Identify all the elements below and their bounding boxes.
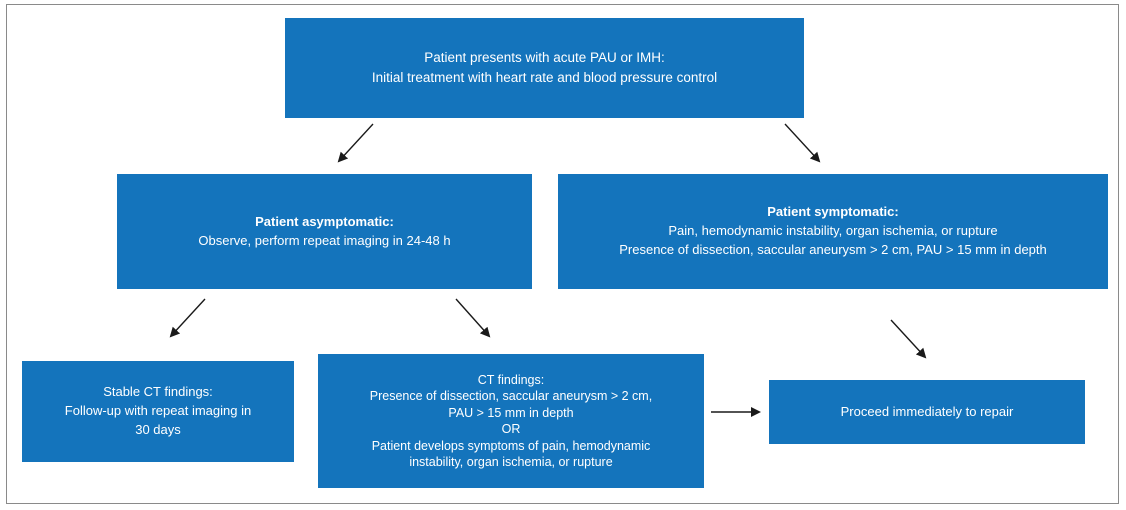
arrow-symptomatic-to-repair xyxy=(890,319,927,359)
node-patient-symptomatic-line2: Presence of dissection, saccular aneurys… xyxy=(619,241,1047,257)
arrow-presents-to-symptomatic xyxy=(784,123,821,163)
node-stable-ct-findings: Stable CT findings: Follow-up with repea… xyxy=(22,361,294,462)
node-ct-findings-line2: PAU > 15 mm in depth xyxy=(448,405,574,420)
arrow-presents-to-asymptomatic xyxy=(337,123,374,163)
node-ct-findings-line1: Presence of dissection, saccular aneurys… xyxy=(369,389,653,403)
node-patient-symptomatic-title: Patient symptomatic: xyxy=(767,204,899,220)
node-ct-findings-title: CT findings: xyxy=(477,372,545,387)
node-ct-findings: CT findings: Presence of dissection, sac… xyxy=(318,354,704,488)
node-patient-symptomatic: Patient symptomatic: Pain, hemodynamic i… xyxy=(558,174,1108,289)
node-patient-presents-line1: Patient presents with acute PAU or IMH: xyxy=(424,50,665,66)
arrow-asymptomatic-to-ct-findings xyxy=(455,298,491,338)
diagram-frame xyxy=(6,4,1119,504)
node-ct-findings-line5: instability, organ ischemia, or rupture xyxy=(409,455,613,469)
node-patient-asymptomatic-title: Patient asymptomatic: xyxy=(255,213,394,229)
node-patient-asymptomatic: Patient asymptomatic: Observe, perform r… xyxy=(117,174,532,289)
node-proceed-to-repair: Proceed immediately to repair xyxy=(769,380,1085,444)
node-proceed-to-repair-line1: Proceed immediately to repair xyxy=(840,403,1014,419)
node-patient-symptomatic-line1: Pain, hemodynamic instability, organ isc… xyxy=(668,223,998,239)
node-patient-presents: Patient presents with acute PAU or IMH: … xyxy=(285,18,804,118)
node-stable-ct-findings-line2: 30 days xyxy=(135,421,181,437)
node-patient-presents-line2: Initial treatment with heart rate and bl… xyxy=(371,70,718,85)
node-ct-findings-line3: OR xyxy=(501,422,521,436)
arrow-asymptomatic-to-stable xyxy=(169,298,206,338)
node-stable-ct-findings-line1: Follow-up with repeat imaging in xyxy=(64,403,252,419)
node-stable-ct-findings-title: Stable CT findings: xyxy=(103,384,213,400)
node-patient-asymptomatic-line1: Observe, perform repeat imaging in 24-48… xyxy=(198,232,451,248)
node-ct-findings-line4: Patient develops symptoms of pain, hemod… xyxy=(371,438,651,453)
